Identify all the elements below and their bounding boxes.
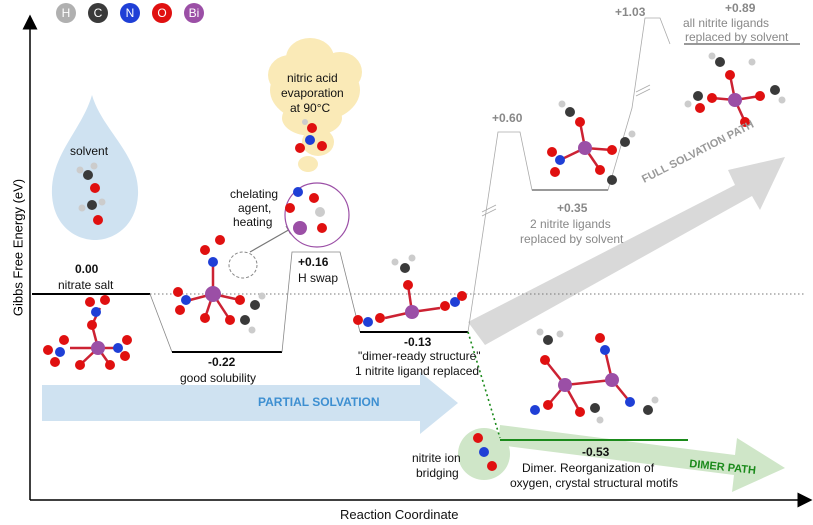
hswap-barrier	[281, 251, 361, 353]
chelation-site-circle	[228, 251, 258, 279]
energy-dimer: -0.53	[582, 445, 610, 459]
energy-dimer-ready: -0.13	[404, 335, 432, 349]
label-dimer-1: Dimer. Reorganization of	[522, 461, 655, 475]
dimer-path-arrow	[498, 425, 785, 492]
label-all-nitrite-2: replaced by solvent	[685, 30, 789, 44]
annotation-evap-3: at 90°C	[290, 101, 331, 115]
energy-solubility: -0.22	[208, 355, 236, 369]
energy-ts2: +1.03	[615, 5, 646, 19]
legend-bi: Bi	[184, 3, 204, 23]
molecule-nitrite-ion	[473, 433, 497, 471]
label-dimer-ready-2: 1 nitrite ligand replaced	[355, 364, 480, 378]
energy-nitrate: 0.00	[75, 262, 99, 276]
annotation-solvent: solvent	[70, 144, 109, 158]
path-partial-label: PARTIAL SOLVATION	[258, 395, 380, 409]
annotation-chelating-3: heating	[233, 215, 273, 229]
energy-all-nitrite: +0.89	[725, 1, 756, 15]
annotation-chelating-2: agent,	[238, 201, 272, 215]
label-two-nitrite-1: 2 nitrite ligands	[530, 217, 611, 231]
label-dimer-ready-1: "dimer-ready structure"	[358, 349, 481, 363]
label-nitrate: nitrate salt	[58, 278, 114, 292]
legend-n: N	[120, 3, 140, 23]
molecule-all-nitrite	[684, 52, 786, 127]
label-solubility: good solubility	[180, 371, 257, 385]
dimer-path-line	[467, 331, 501, 439]
chelation-arrow	[249, 225, 297, 253]
legend-c: C	[88, 3, 108, 23]
molecule-nitric-acid	[295, 119, 327, 153]
y-axis-label: Gibbs Free Energy (eV)	[10, 178, 26, 317]
legend-o: O	[152, 3, 172, 23]
molecule-solubility	[173, 235, 266, 334]
molecule-nitrate	[43, 295, 132, 370]
legend-h: H	[56, 3, 76, 23]
annotation-evap-1: nitric acid	[287, 71, 338, 85]
molecule-two-nitrite	[547, 100, 636, 185]
annotation-chelating-1: chelating	[230, 187, 279, 201]
molecule-dimer-ready	[353, 254, 467, 327]
molecule-zoom	[285, 187, 327, 235]
label-dimer-2: oxygen, crystal structural motifs	[510, 476, 679, 490]
molecule-solvent	[76, 162, 106, 225]
annotation-nitrite-2: bridging	[416, 466, 459, 480]
molecule-dimer	[530, 328, 659, 424]
annotation-nitrite-1: nitrite ion	[412, 451, 461, 465]
label-two-nitrite-2: replaced by solvent	[520, 232, 624, 246]
evaporation-cloud	[268, 38, 362, 172]
label-all-nitrite-1: all nitrite ligands	[683, 16, 770, 30]
energy-ts1: +0.60	[492, 111, 523, 125]
x-axis-label: Reaction Coordinate	[340, 507, 459, 522]
energy-hswap: +0.16	[298, 255, 329, 269]
connector-1	[149, 293, 173, 353]
annotation-evap-2: evaporation	[281, 86, 344, 100]
full-solvation-arrow	[468, 157, 785, 345]
partial-solvation-arrow	[42, 372, 458, 434]
energy-two-nitrite: +0.35	[557, 201, 588, 215]
label-hswap: H swap	[298, 271, 339, 285]
